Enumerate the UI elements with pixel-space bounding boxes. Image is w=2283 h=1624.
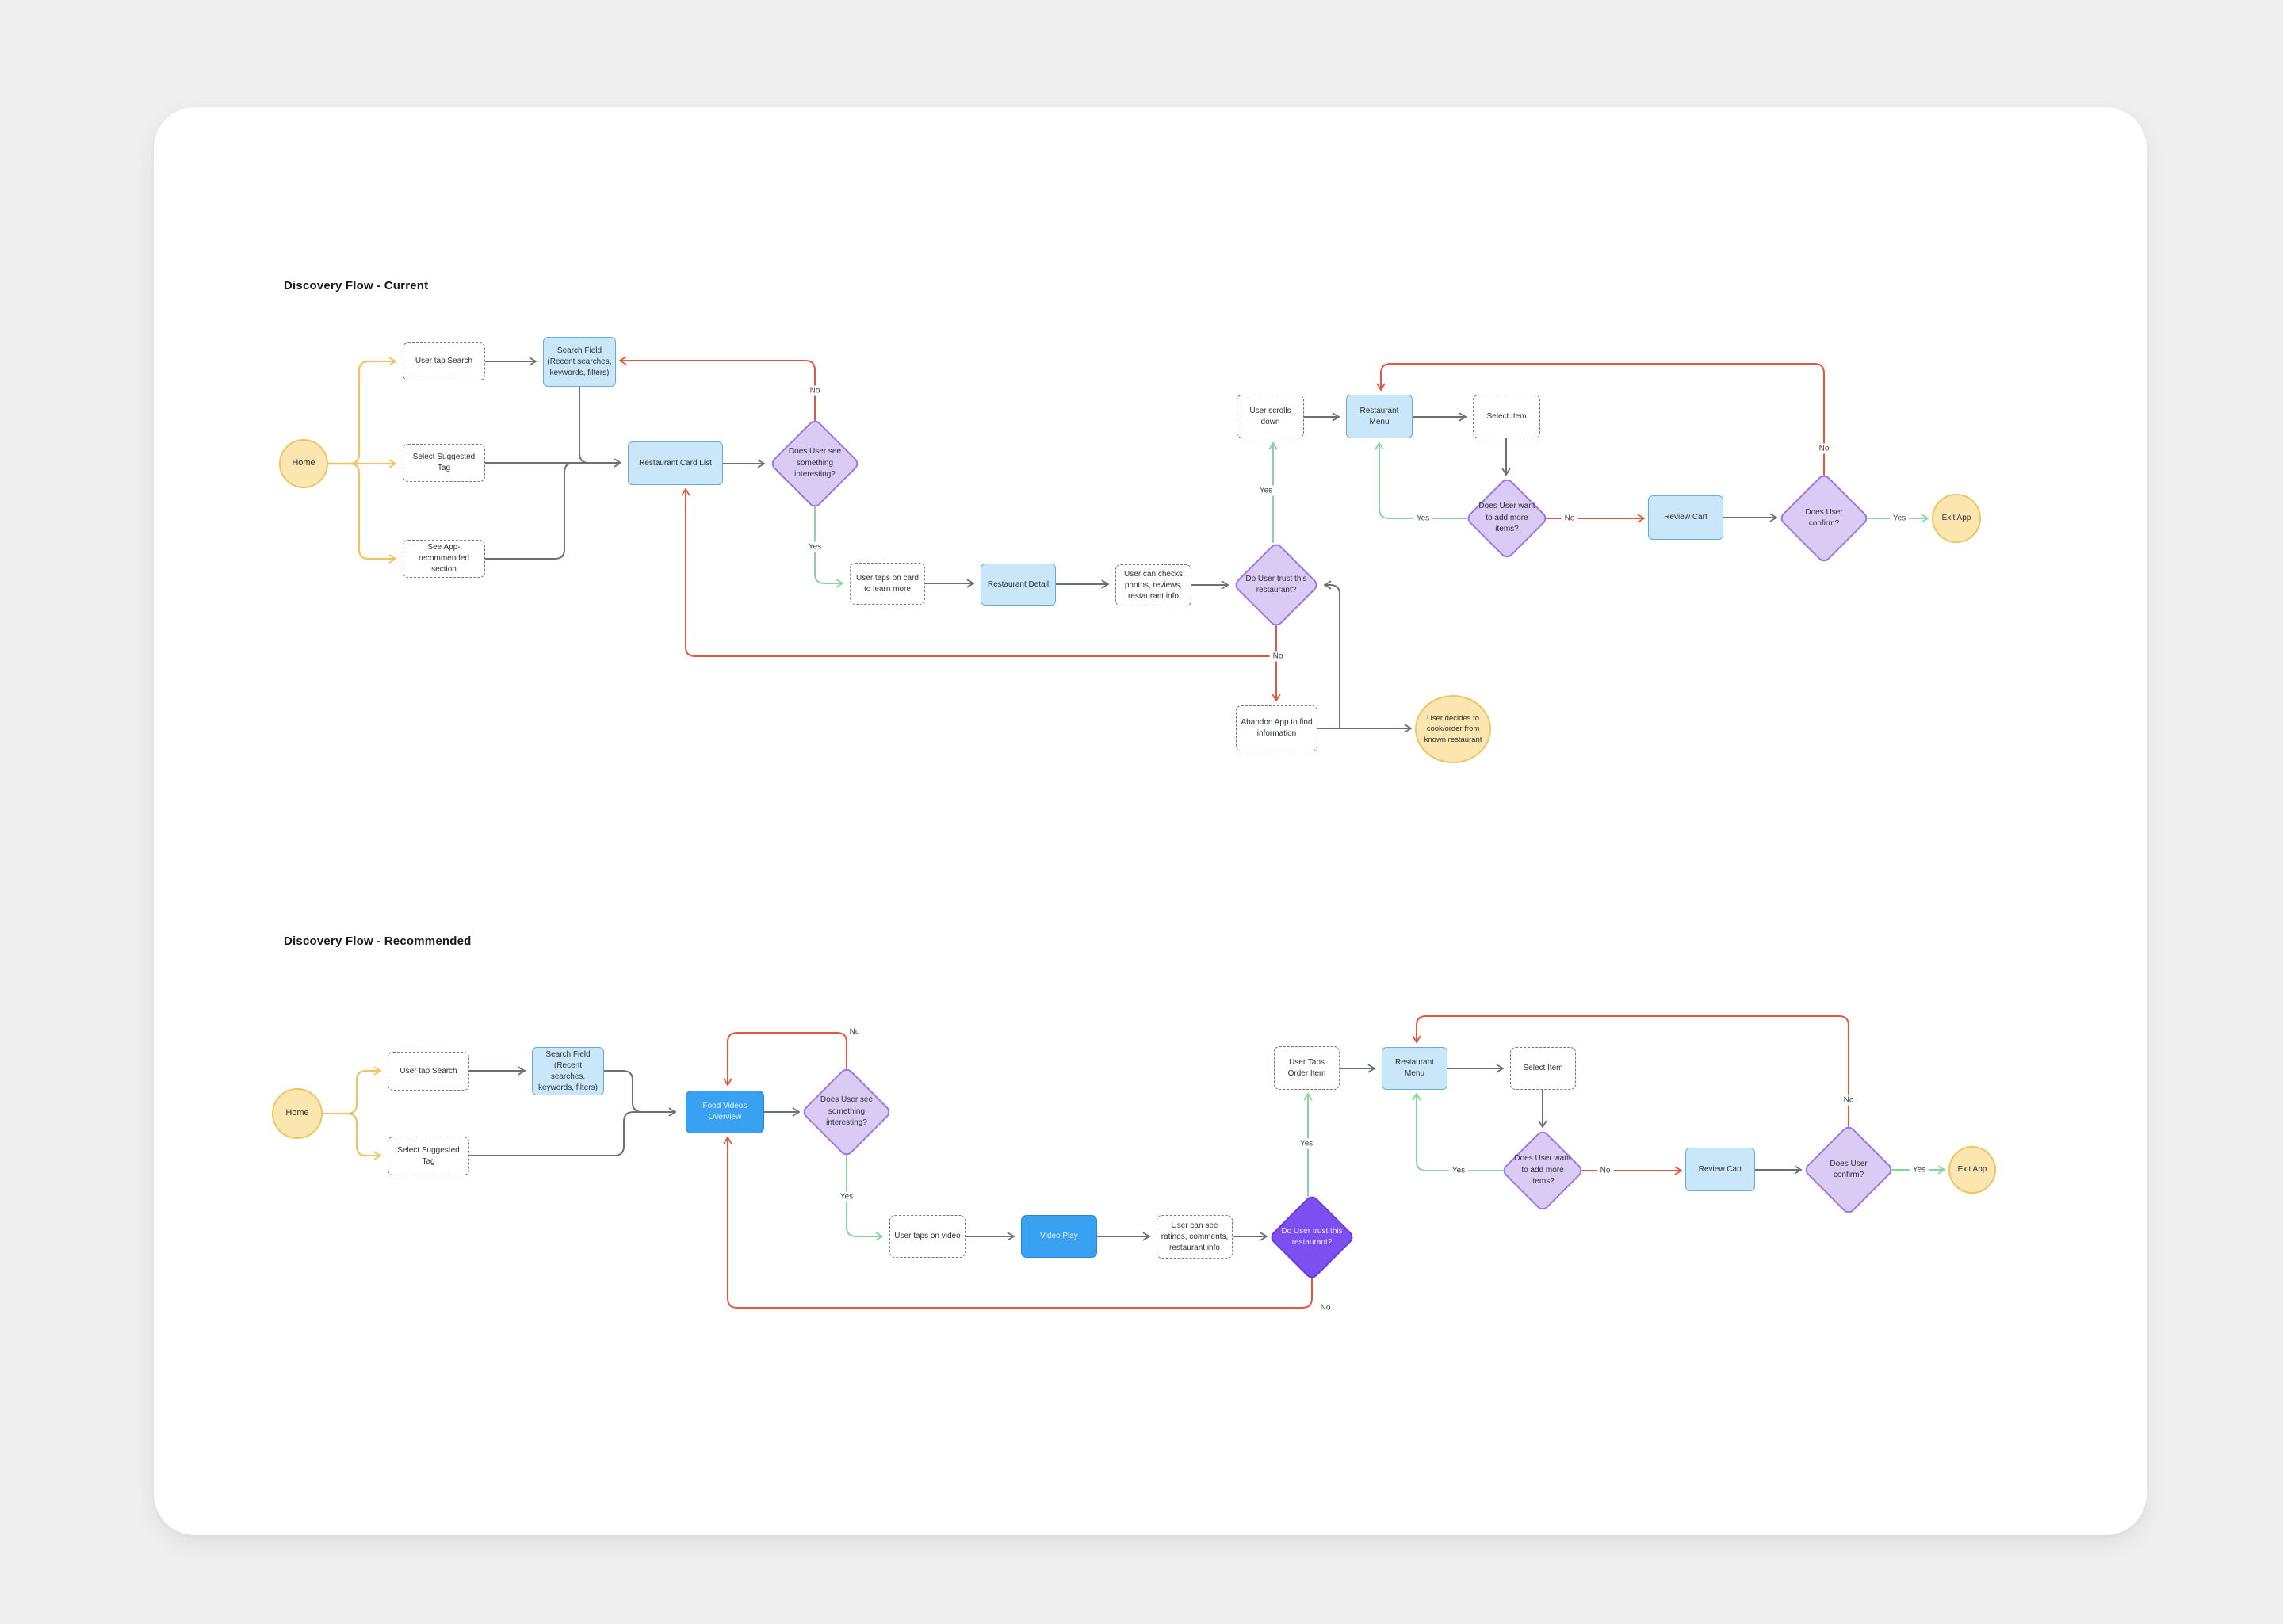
- flow-current-title: Discovery Flow - Current: [284, 279, 429, 292]
- node-restaurant-card-list[interactable]: Restaurant Card List: [628, 441, 723, 485]
- edge-label-no: No: [1317, 1302, 1334, 1313]
- edge-label-yes: Yes: [1296, 1138, 1317, 1149]
- node-user-taps-video[interactable]: User taps on video: [889, 1215, 966, 1258]
- edge-label-no: No: [1815, 443, 1833, 454]
- flow-recommended-title: Discovery Flow - Recommended: [284, 934, 472, 948]
- node-user-decides-cook[interactable]: User decides to cook/order from known re…: [1415, 695, 1491, 763]
- edge-label-no: No: [1840, 1095, 1857, 1106]
- canvas-card: [154, 107, 2147, 1535]
- node-does-user-confirm[interactable]: Does User confirm?: [1778, 472, 1870, 564]
- edge-label-yes: Yes: [805, 541, 825, 552]
- node-abandon-app[interactable]: Abandon App to find information: [1236, 705, 1317, 751]
- edge-label-no: No: [1269, 651, 1287, 662]
- edge-label-no: No: [1597, 1165, 1614, 1176]
- edge-label-no: No: [846, 1026, 863, 1037]
- node-user-sees-ratings[interactable]: User can see ratings, comments, restaura…: [1157, 1215, 1233, 1259]
- node-exit-app[interactable]: Exit App: [1932, 494, 1981, 543]
- node-see-app-recommended[interactable]: See App-recommended section: [403, 540, 485, 578]
- node-review-cart-2[interactable]: Review Cart: [1685, 1148, 1755, 1191]
- node-select-suggested-tag[interactable]: Select Suggested Tag: [403, 444, 485, 482]
- node-does-user-confirm-2[interactable]: Does User confirm?: [1803, 1124, 1895, 1216]
- edge-label-yes: Yes: [1256, 485, 1276, 496]
- node-add-more-items[interactable]: Does User want to add more items?: [1464, 476, 1550, 561]
- node-home-2[interactable]: Home: [272, 1088, 323, 1139]
- node-user-tap-search[interactable]: User tap Search: [403, 342, 485, 380]
- node-does-user-see-interesting-2[interactable]: Does User see something interesting?: [801, 1066, 893, 1158]
- edge-label-no: No: [806, 385, 824, 396]
- node-select-suggested-tag-2[interactable]: Select Suggested Tag: [388, 1137, 469, 1175]
- node-search-field-2[interactable]: Search Field (Recent searches, keywords,…: [532, 1047, 604, 1095]
- node-does-user-see-interesting[interactable]: Does User see something interesting?: [769, 418, 861, 510]
- node-select-item-2[interactable]: Select Item: [1510, 1047, 1576, 1090]
- node-add-more-items-2[interactable]: Does User want to add more items?: [1500, 1128, 1585, 1213]
- node-user-scrolls-down[interactable]: User scrolls down: [1237, 395, 1304, 438]
- node-restaurant-detail[interactable]: Restaurant Detail: [981, 564, 1056, 606]
- node-user-taps-card[interactable]: User taps on card to learn more: [850, 563, 925, 605]
- edge-label-yes: Yes: [836, 1191, 857, 1202]
- node-user-checks-photos[interactable]: User can checks photos, reviews, restaur…: [1115, 564, 1191, 606]
- edge-label-yes: Yes: [1413, 513, 1433, 524]
- node-home[interactable]: Home: [279, 439, 328, 488]
- node-video-play[interactable]: Video Play: [1021, 1215, 1097, 1258]
- edge-label-yes: Yes: [1889, 513, 1910, 524]
- node-select-item[interactable]: Select Item: [1473, 395, 1540, 438]
- node-restaurant-menu-2[interactable]: Restaurant Menu: [1382, 1047, 1447, 1090]
- node-exit-app-2[interactable]: Exit App: [1948, 1146, 1996, 1194]
- edge-label-yes: Yes: [1909, 1164, 1929, 1175]
- edge-label-yes: Yes: [1448, 1165, 1469, 1176]
- node-do-user-trust[interactable]: Do User trust this restaurant?: [1232, 541, 1321, 629]
- node-search-field[interactable]: Search Field (Recent searches, keywords,…: [543, 337, 616, 387]
- node-user-tap-search-2[interactable]: User tap Search: [388, 1052, 469, 1091]
- node-food-videos-overview[interactable]: Food Videos Overview: [686, 1091, 764, 1133]
- node-do-user-trust-2[interactable]: Do User trust this restaurant?: [1268, 1193, 1356, 1282]
- edge-label-no: No: [1561, 513, 1578, 524]
- node-restaurant-menu[interactable]: Restaurant Menu: [1346, 395, 1413, 438]
- node-review-cart[interactable]: Review Cart: [1648, 495, 1723, 540]
- node-user-taps-order-item[interactable]: User Taps Order Item: [1274, 1046, 1340, 1090]
